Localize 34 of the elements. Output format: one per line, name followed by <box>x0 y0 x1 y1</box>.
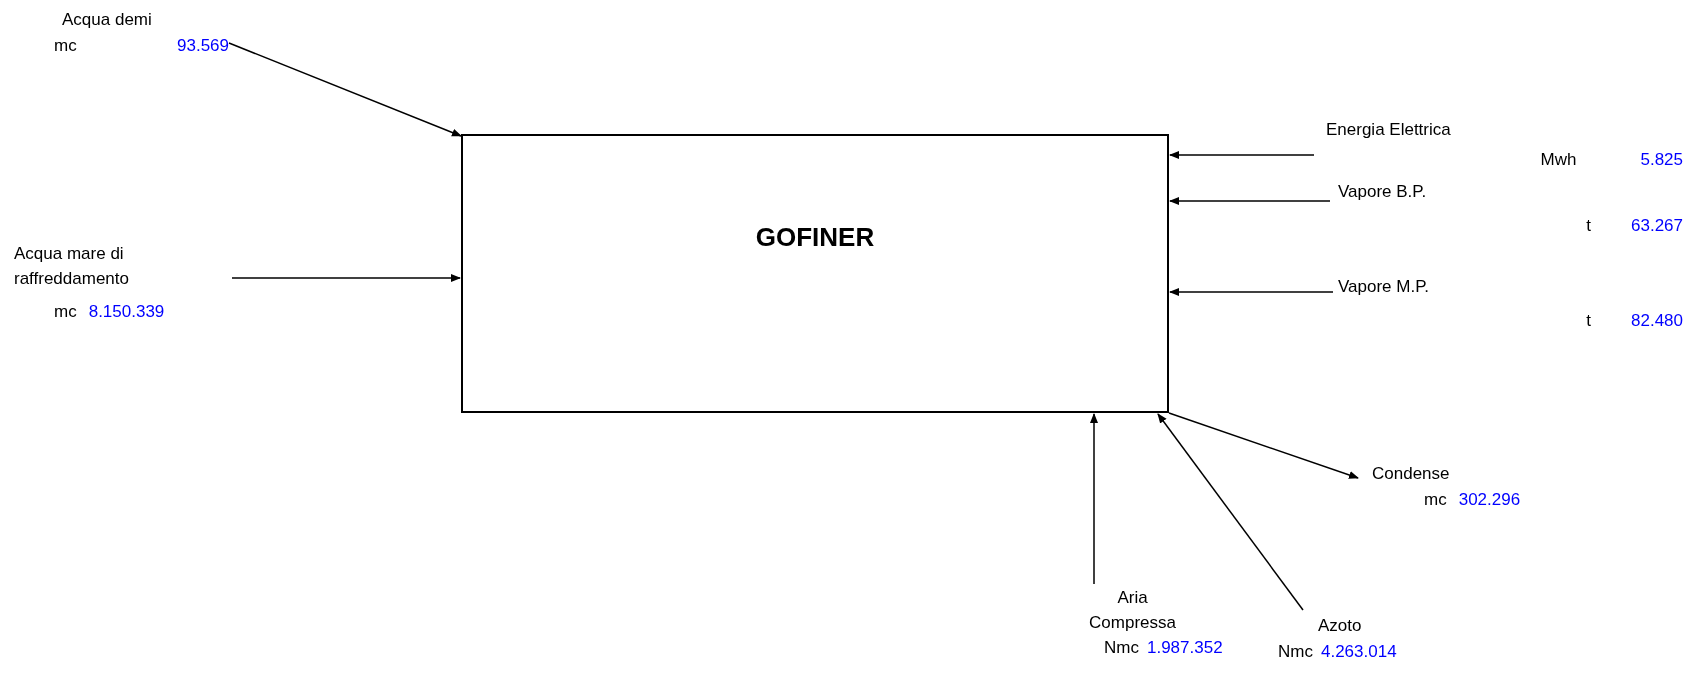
arrow <box>1169 151 1315 159</box>
arrow <box>1168 412 1359 479</box>
flow-value: 4.263.014 <box>1320 640 1397 663</box>
unit-label: Mwh <box>1540 148 1577 171</box>
flow-name: Aria Compressa <box>1088 587 1177 634</box>
unit-name: GOFINER <box>755 221 875 254</box>
flow-name: Vapore B.P. <box>1337 181 1428 203</box>
unit-label: mc <box>54 34 77 57</box>
flow-value: 82.480 <box>1631 309 1683 332</box>
flow-name: Acqua demi <box>61 9 153 31</box>
flow-value: 63.267 <box>1631 214 1683 237</box>
unit-label: mc <box>1424 488 1447 511</box>
arrow <box>1169 197 1331 205</box>
flow-name: Azoto <box>1317 615 1363 637</box>
flow-value: 5.825 <box>1640 148 1683 171</box>
arrow <box>228 42 462 137</box>
arrow <box>1157 413 1304 611</box>
flow-value: 302.296 <box>1458 488 1521 511</box>
unit-label: t <box>1586 214 1591 237</box>
flow-value: 8.150.339 <box>88 301 165 324</box>
unit-label: t <box>1586 309 1591 332</box>
unit-label: Nmc <box>1104 637 1139 660</box>
unit-label: mc <box>54 301 77 324</box>
arrow <box>1090 413 1098 585</box>
process-box <box>461 134 1169 413</box>
flow-name: Acqua mare di raffreddamento <box>14 243 130 290</box>
arrow <box>1169 288 1334 296</box>
flow-value: 1.987.352 <box>1146 637 1223 660</box>
flow-value: 93.569 <box>177 34 229 57</box>
flow-name: Energia Elettrica <box>1325 119 1452 141</box>
unit-label: Nmc <box>1278 640 1313 663</box>
flow-name: Vapore M.P. <box>1337 276 1431 298</box>
arrow <box>231 274 461 282</box>
flow-name: Condense <box>1371 463 1451 485</box>
